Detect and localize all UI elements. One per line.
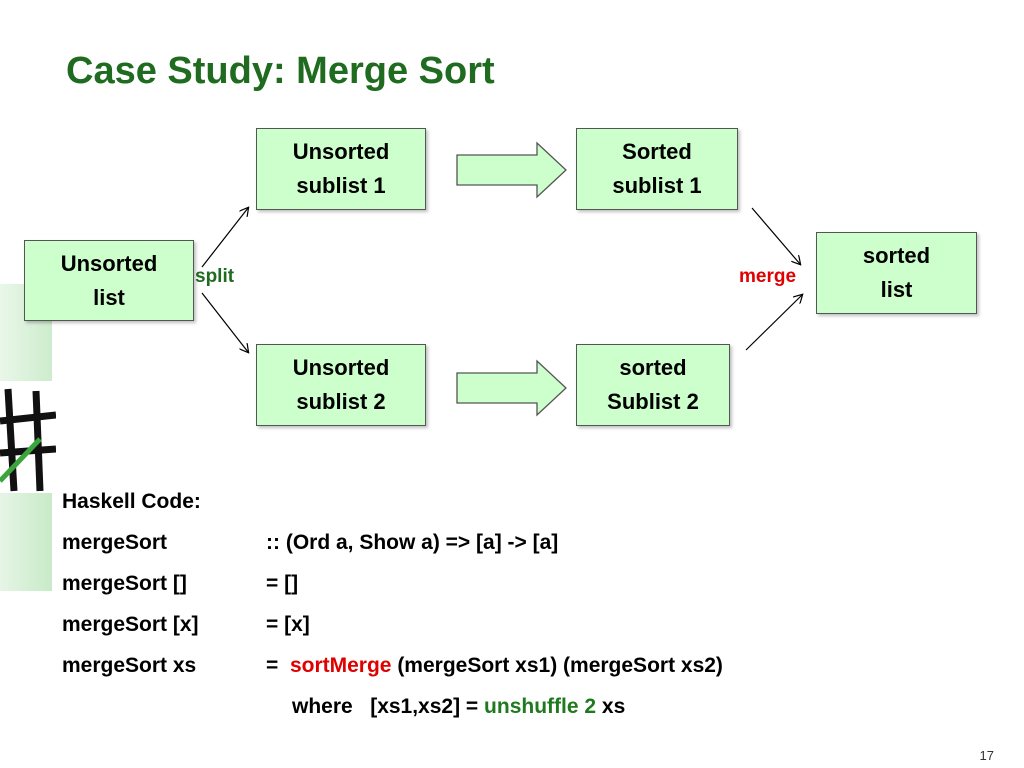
split-label: split bbox=[195, 266, 235, 287]
code-line-2-right: = [] bbox=[266, 572, 299, 595]
decor-green-bar-bottom bbox=[0, 493, 52, 591]
split-arrow-up bbox=[201, 208, 248, 268]
code-line-1-left: mergeSort bbox=[62, 531, 168, 554]
merge-label: merge bbox=[739, 266, 797, 287]
merge-arrow-down bbox=[751, 207, 800, 264]
split-arrow-down bbox=[201, 292, 248, 352]
sortmerge-keyword: sortMerge bbox=[289, 654, 392, 677]
box-sorted-sublist-2-label: sorted Sublist 2 bbox=[607, 355, 699, 414]
box-sorted-sublist-1: Sorted sublist 1 bbox=[576, 128, 738, 210]
code-line-4-eq: = bbox=[266, 654, 279, 677]
code-heading: Haskell Code: bbox=[62, 490, 201, 513]
page-number: 17 bbox=[979, 748, 994, 763]
code-line-4-rest: (mergeSort xs1) (mergeSort xs2) bbox=[397, 654, 723, 677]
box-unsorted-list: Unsorted list bbox=[24, 240, 194, 321]
sort-block-arrow-bottom bbox=[456, 359, 567, 417]
box-unsorted-sublist-2: Unsorted sublist 2 bbox=[256, 344, 426, 426]
code-line-4-left: mergeSort xs bbox=[62, 654, 197, 677]
code-line-5-rest: xs bbox=[601, 695, 626, 718]
box-sorted-sublist-1-label: Sorted sublist 1 bbox=[612, 139, 702, 198]
code-line-5: where [xs1,xs2] = unshuffle 2 xs bbox=[292, 695, 625, 719]
merge-arrow-up bbox=[745, 295, 802, 351]
code-line-3-right: = [x] bbox=[266, 613, 310, 636]
box-unsorted-list-label: Unsorted list bbox=[60, 250, 158, 310]
code-line-4-right: = sortMerge (mergeSort xs1) (mergeSort x… bbox=[266, 654, 723, 678]
box-unsorted-sublist-1: Unsorted sublist 1 bbox=[256, 128, 426, 210]
page-title: Case Study: Merge Sort bbox=[66, 50, 495, 92]
code-line-2-left: mergeSort [] bbox=[62, 572, 187, 595]
decor-hash-icon bbox=[0, 388, 56, 492]
box-sorted-list: sorted list bbox=[816, 232, 977, 314]
code-line-1-right: :: (Ord a, Show a) => [a] -> [a] bbox=[266, 531, 559, 554]
code-line-5-where: where [xs1,xs2] = bbox=[292, 695, 479, 718]
code-line-3-left: mergeSort [x] bbox=[62, 613, 199, 636]
unshuffle-keyword: unshuffle 2 bbox=[484, 695, 597, 718]
box-sorted-list-label: sorted list bbox=[862, 243, 931, 302]
box-unsorted-sublist-1-label: Unsorted sublist 1 bbox=[292, 139, 390, 198]
box-unsorted-sublist-2-label: Unsorted sublist 2 bbox=[292, 355, 390, 414]
sort-block-arrow-top bbox=[456, 141, 567, 199]
box-sorted-sublist-2: sorted Sublist 2 bbox=[576, 344, 730, 426]
